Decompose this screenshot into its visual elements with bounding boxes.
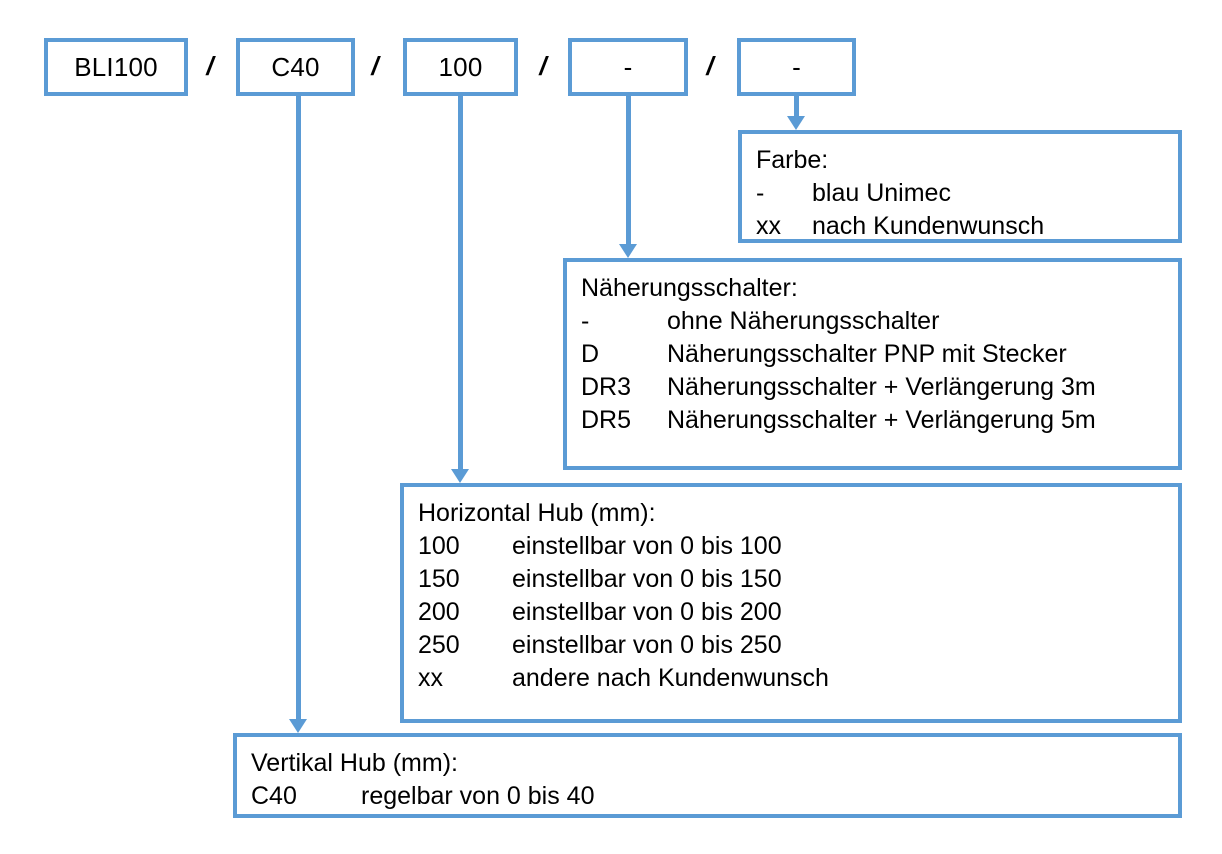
row-key: 100 <box>418 532 460 560</box>
detail-box-vertikal-hub-title: Vertikal Hub (mm): <box>251 749 458 777</box>
separator-slash-3: / <box>539 51 547 81</box>
row-value: Näherungsschalter + Verlängerung 3m <box>667 373 1096 401</box>
detail-box-naeherungsschalter-title: Näherungsschalter: <box>581 274 798 302</box>
connector-arrow-color <box>787 116 805 130</box>
row-key: - <box>756 179 765 207</box>
row-value: einstellbar von 0 bis 200 <box>512 598 782 626</box>
row-key: xx <box>756 212 781 240</box>
row-value: einstellbar von 0 bis 250 <box>512 631 782 659</box>
row-value: nach Kundenwunsch <box>812 212 1045 240</box>
detail-row: 250 einstellbar von 0 bis 250 <box>418 629 1178 662</box>
row-value: andere nach Kundenwunsch <box>512 664 829 692</box>
row-key: 200 <box>418 598 460 626</box>
separator-slash-1: / <box>206 51 214 81</box>
row-key: D <box>581 340 600 368</box>
row-value: Näherungsschalter + Verlängerung 5m <box>667 406 1096 434</box>
detail-row: - blau Unimec <box>756 177 1178 210</box>
detail-row: xx andere nach Kundenwunsch <box>418 662 1178 695</box>
detail-row: D Näherungsschalter PNP mit Stecker <box>581 338 1178 371</box>
detail-box-horizontal-hub: Horizontal Hub (mm): 100 einstellbar von… <box>400 483 1182 723</box>
detail-row: DR5 Näherungsschalter + Verlängerung 5m <box>581 404 1178 437</box>
code-box-horizontal[interactable]: 100 <box>403 38 518 96</box>
code-box-vertical[interactable]: C40 <box>236 38 355 96</box>
detail-box-farbe-title: Farbe: <box>756 146 829 174</box>
row-key: DR5 <box>581 406 632 434</box>
code-box-color[interactable]: - <box>737 38 856 96</box>
code-box-horizontal-label: 100 <box>438 52 483 82</box>
row-key: C40 <box>251 782 297 810</box>
connector-arrow-vertical <box>289 719 307 733</box>
code-box-model[interactable]: BLI100 <box>44 38 188 96</box>
row-value: regelbar von 0 bis 40 <box>361 782 595 810</box>
separator-slash-2: / <box>371 51 379 81</box>
detail-row: C40 regelbar von 0 bis 40 <box>251 780 1178 813</box>
row-value: blau Unimec <box>812 179 951 207</box>
detail-row: - ohne Näherungsschalter <box>581 305 1178 338</box>
code-box-color-label: - <box>792 52 801 82</box>
separator-slash-4: / <box>706 51 714 81</box>
detail-box-naeherungsschalter: Näherungsschalter: - ohne Näherungsschal… <box>563 258 1182 470</box>
row-key: 150 <box>418 565 460 593</box>
code-box-sensor-label: - <box>623 52 633 82</box>
row-value: einstellbar von 0 bis 150 <box>512 565 782 593</box>
row-value: einstellbar von 0 bis 100 <box>512 532 782 560</box>
connector-line-horizontal <box>458 96 463 471</box>
detail-box-vertikal-hub: Vertikal Hub (mm): C40 regelbar von 0 bi… <box>233 733 1182 818</box>
detail-box-horizontal-hub-title: Horizontal Hub (mm): <box>418 499 656 527</box>
connector-arrow-horizontal <box>451 469 469 483</box>
code-box-sensor[interactable]: - <box>568 38 688 96</box>
detail-row: xx nach Kundenwunsch <box>756 210 1178 243</box>
connector-line-color <box>794 96 799 118</box>
detail-box-farbe: Farbe: - blau Unimec xx nach Kundenwunsc… <box>738 130 1182 243</box>
code-box-model-label: BLI100 <box>74 52 158 82</box>
connector-line-sensor <box>626 96 631 246</box>
detail-row: 100 einstellbar von 0 bis 100 <box>418 530 1178 563</box>
detail-row: 200 einstellbar von 0 bis 200 <box>418 596 1178 629</box>
row-value: Näherungsschalter PNP mit Stecker <box>667 340 1067 368</box>
row-key: 250 <box>418 631 460 659</box>
row-key: - <box>581 307 590 335</box>
detail-row: 150 einstellbar von 0 bis 150 <box>418 563 1178 596</box>
code-box-vertical-label: C40 <box>271 52 320 82</box>
row-key: DR3 <box>581 373 632 401</box>
connector-arrow-sensor <box>619 244 637 258</box>
row-value: ohne Näherungsschalter <box>667 307 940 335</box>
connector-line-vertical <box>296 96 301 722</box>
detail-row: DR3 Näherungsschalter + Verlängerung 3m <box>581 371 1178 404</box>
row-key: xx <box>418 664 443 692</box>
